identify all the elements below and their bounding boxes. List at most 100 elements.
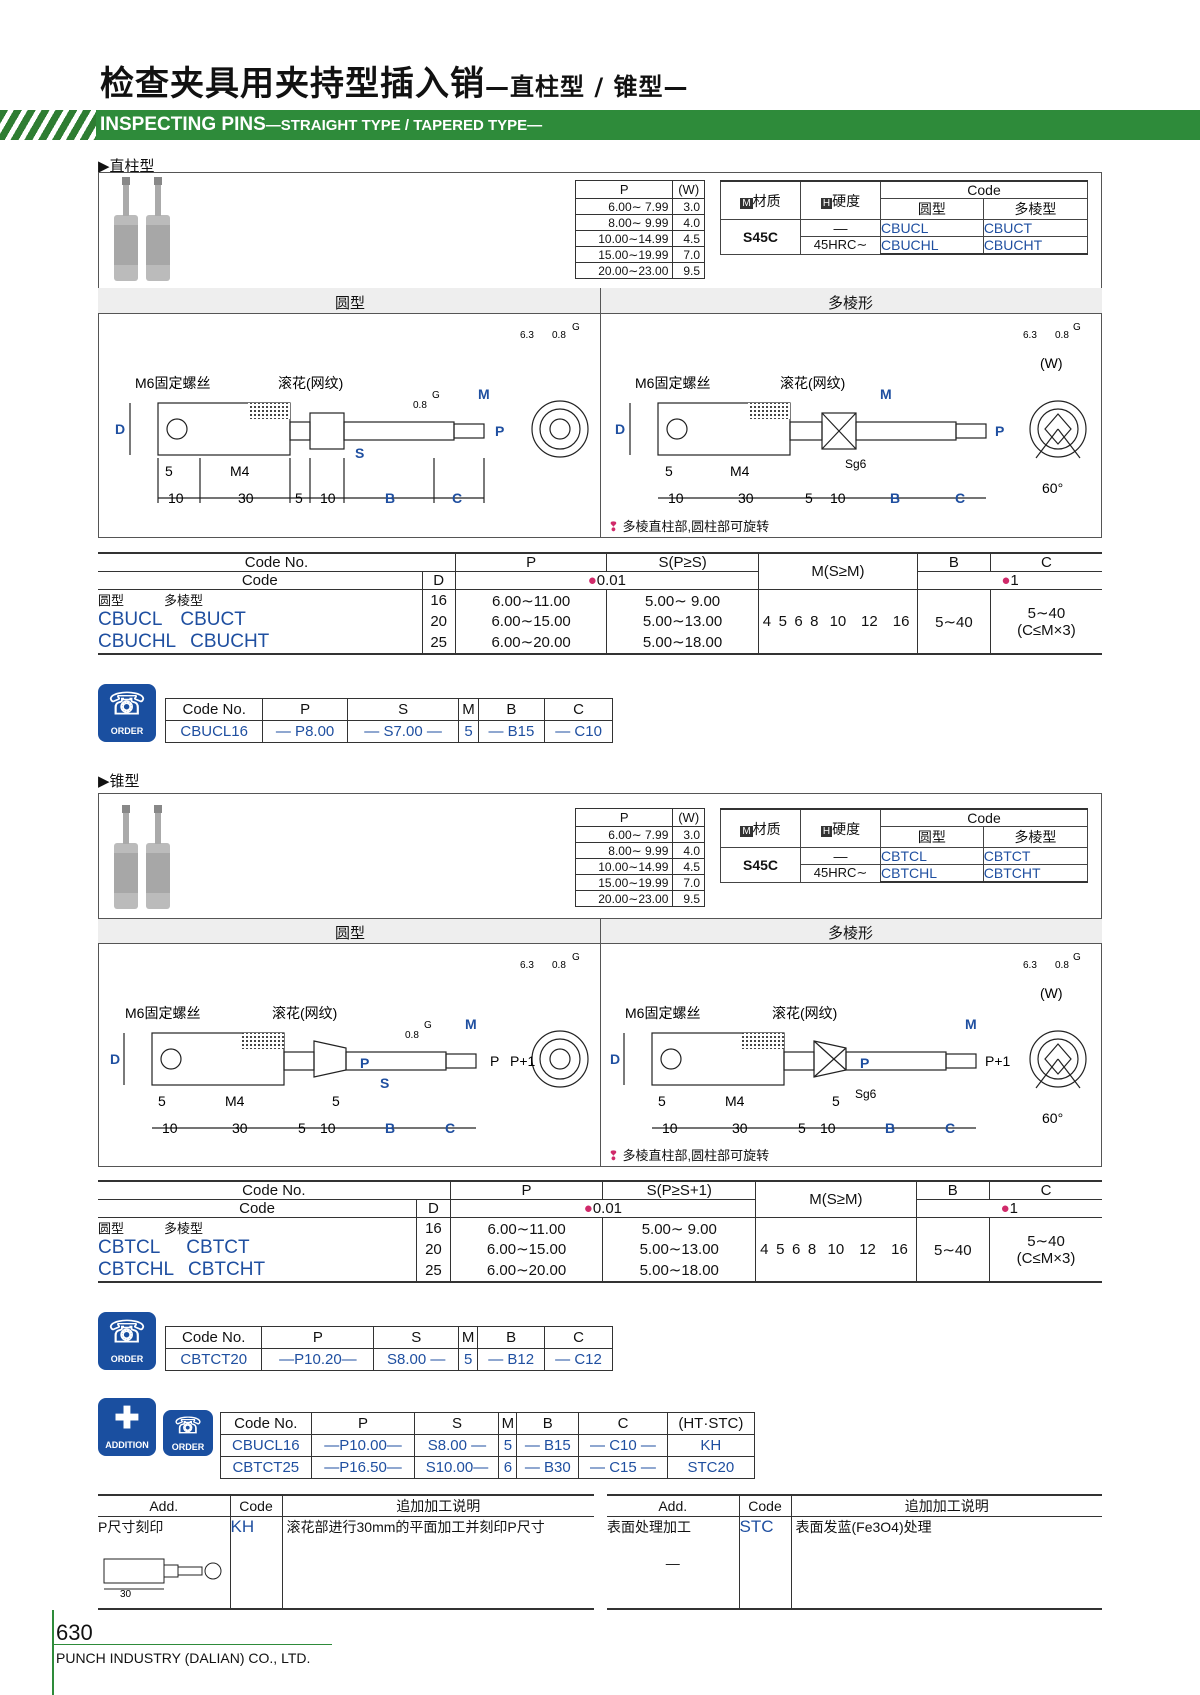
english-title: INSPECTING PINS—STRAIGHT TYPE / TAPERED … bbox=[100, 114, 543, 135]
svg-text:5: 5 bbox=[165, 463, 173, 479]
code-cbtcht[interactable]: CBTCHT bbox=[982, 864, 1089, 883]
svg-text:M6固定螺丝: M6固定螺丝 bbox=[135, 375, 210, 391]
svg-text:M6固定螺丝: M6固定螺丝 bbox=[125, 1005, 200, 1021]
svg-text:P: P bbox=[995, 423, 1004, 439]
svg-text:30: 30 bbox=[238, 490, 254, 506]
svg-text:G: G bbox=[424, 1020, 432, 1031]
svg-text:5: 5 bbox=[832, 1093, 840, 1109]
svg-text:(W): (W) bbox=[1040, 985, 1063, 1001]
svg-text:6.3: 6.3 bbox=[1023, 330, 1037, 341]
svg-text:0.8: 0.8 bbox=[1055, 330, 1069, 341]
svg-text:滚花(网纹): 滚花(网纹) bbox=[278, 375, 343, 391]
code-cbucht[interactable]: CBUCHT bbox=[982, 236, 1089, 255]
svg-text:C: C bbox=[955, 490, 965, 506]
svg-text:10: 10 bbox=[162, 1120, 178, 1136]
svg-text:B: B bbox=[385, 490, 395, 506]
svg-text:5: 5 bbox=[798, 1120, 806, 1136]
title-banner: INSPECTING PINS—STRAIGHT TYPE / TAPERED … bbox=[0, 110, 1200, 140]
svg-text:30: 30 bbox=[120, 1589, 132, 1597]
svg-text:6.3: 6.3 bbox=[520, 960, 534, 971]
svg-text:G: G bbox=[572, 952, 580, 963]
svg-text:60°: 60° bbox=[1042, 480, 1063, 496]
svg-text:B: B bbox=[385, 1120, 395, 1136]
section-straight: ▶直柱型 bbox=[98, 157, 155, 175]
svg-text:G: G bbox=[432, 390, 440, 401]
svg-text:0.8: 0.8 bbox=[413, 400, 427, 411]
svg-text:10: 10 bbox=[320, 490, 336, 506]
footer-rule bbox=[52, 1610, 54, 1695]
svg-text:M: M bbox=[965, 1016, 977, 1032]
svg-text:M: M bbox=[880, 386, 892, 402]
svg-text:P+1: P+1 bbox=[985, 1053, 1011, 1069]
panel-round-label: 圆型 bbox=[335, 295, 366, 312]
svg-text:30: 30 bbox=[732, 1120, 748, 1136]
svg-text:滚花(网纹): 滚花(网纹) bbox=[780, 375, 845, 391]
svg-text:B: B bbox=[890, 490, 900, 506]
svg-text:0.8: 0.8 bbox=[405, 1030, 419, 1041]
svg-text:M6固定螺丝: M6固定螺丝 bbox=[625, 1005, 700, 1021]
svg-text:M6固定螺丝: M6固定螺丝 bbox=[635, 375, 710, 391]
svg-text:P: P bbox=[360, 1055, 369, 1071]
order-icon: ☏ORDER bbox=[98, 684, 156, 742]
svg-text:P: P bbox=[860, 1055, 869, 1071]
order-icon-2: ☏ORDER bbox=[98, 1312, 156, 1370]
section-tapered: ▶锥型 bbox=[98, 772, 140, 790]
code-cbucl[interactable]: CBUCL bbox=[880, 219, 984, 237]
svg-text:C: C bbox=[452, 490, 462, 506]
svg-text:5: 5 bbox=[658, 1093, 666, 1109]
poly-note-straight: ❢ 多棱直柱部,圆柱部可旋转 bbox=[608, 519, 770, 534]
svg-text:10: 10 bbox=[168, 490, 184, 506]
code-cbtcl[interactable]: CBTCL bbox=[880, 847, 984, 865]
svg-text:P+1: P+1 bbox=[510, 1053, 536, 1069]
svg-text:G: G bbox=[572, 322, 580, 333]
svg-text:5: 5 bbox=[665, 463, 673, 479]
svg-text:G: G bbox=[1073, 322, 1081, 333]
addition-icon: ✚ADDITION bbox=[98, 1398, 156, 1456]
svg-text:C: C bbox=[945, 1120, 955, 1136]
svg-text:M4: M4 bbox=[225, 1093, 245, 1109]
svg-text:S: S bbox=[355, 445, 364, 461]
panel-round-label-t: 圆型 bbox=[335, 925, 366, 942]
code-cbuct[interactable]: CBUCT bbox=[982, 219, 1089, 237]
svg-text:0.8: 0.8 bbox=[552, 960, 566, 971]
code-cbtchl[interactable]: CBTCHL bbox=[880, 864, 984, 883]
svg-text:D: D bbox=[110, 1051, 120, 1067]
product-photo-tapered bbox=[114, 805, 170, 909]
product-photo-straight bbox=[114, 177, 170, 281]
svg-text:D: D bbox=[115, 421, 125, 437]
panel-poly-label-t: 多棱形 bbox=[828, 925, 874, 942]
svg-text:10: 10 bbox=[668, 490, 684, 506]
svg-text:6.3: 6.3 bbox=[520, 330, 534, 341]
code-cbtct[interactable]: CBTCT bbox=[982, 847, 1089, 865]
svg-text:10: 10 bbox=[662, 1120, 678, 1136]
svg-text:M: M bbox=[478, 386, 490, 402]
code-cbuchl[interactable]: CBUCHL bbox=[880, 236, 984, 255]
svg-text:G: G bbox=[1073, 952, 1081, 963]
svg-text:5: 5 bbox=[298, 1120, 306, 1136]
svg-text:滚花(网纹): 滚花(网纹) bbox=[772, 1005, 837, 1021]
svg-text:M4: M4 bbox=[230, 463, 250, 479]
svg-text:M4: M4 bbox=[730, 463, 750, 479]
svg-text:0.8: 0.8 bbox=[1055, 960, 1069, 971]
svg-text:P: P bbox=[495, 423, 504, 439]
svg-text:D: D bbox=[610, 1051, 620, 1067]
poly-note-tapered: ❢ 多棱直柱部,圆柱部可旋转 bbox=[608, 1148, 770, 1163]
svg-text:10: 10 bbox=[830, 490, 846, 506]
order-icon-3: ☏ORDER bbox=[163, 1410, 213, 1456]
svg-text:D: D bbox=[615, 421, 625, 437]
svg-text:10: 10 bbox=[320, 1120, 336, 1136]
svg-text:0.8: 0.8 bbox=[552, 330, 566, 341]
svg-text:M: M bbox=[465, 1016, 477, 1032]
